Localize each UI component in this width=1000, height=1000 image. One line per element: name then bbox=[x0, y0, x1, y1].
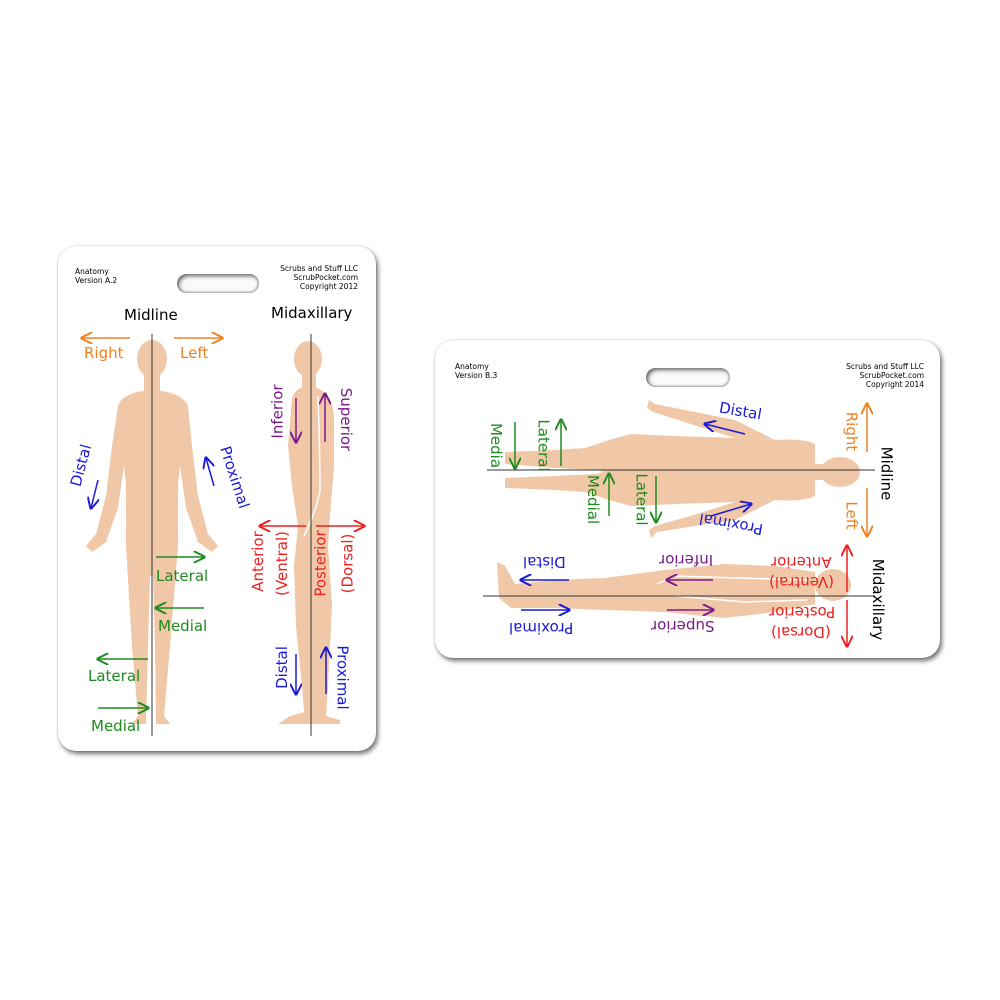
figure-layer bbox=[58, 246, 376, 736]
lateral-leg-label: Lateral bbox=[88, 667, 141, 685]
lying-side-figure bbox=[497, 562, 851, 618]
figure-layer bbox=[483, 400, 875, 658]
distal-arm-arrow bbox=[705, 424, 746, 435]
distal-leg-label: Distal bbox=[272, 646, 291, 689]
midaxillary-title: Midaxillary bbox=[869, 558, 888, 641]
superior-label: Superior bbox=[651, 617, 715, 635]
card-info-left: Anatomy Version A.2 bbox=[75, 267, 117, 285]
lateral-mid-label: Lateral bbox=[632, 473, 651, 526]
card-title: Anatomy bbox=[455, 362, 489, 371]
card-title: Anatomy bbox=[75, 267, 109, 276]
ventral-label: (Ventral) bbox=[272, 531, 291, 596]
right-label: Right bbox=[842, 411, 861, 452]
midline-title: Midline bbox=[877, 446, 896, 501]
lying-front-figure bbox=[505, 400, 860, 538]
lateral-hand-label: Lateral bbox=[156, 567, 209, 585]
card-info-left: Anatomy Version B.3 bbox=[455, 362, 497, 380]
superior-label: Superior bbox=[337, 387, 356, 452]
lanyard-slot bbox=[646, 368, 730, 387]
card-info-right: Scrubs and Stuff LLC ScrubPocket.com Cop… bbox=[846, 362, 924, 389]
badge-card-horizontal: Anatomy Version B.3 Scrubs and Stuff LLC… bbox=[435, 340, 940, 658]
ventral-label: (Ventral) bbox=[769, 573, 834, 591]
card-version: Version B.3 bbox=[455, 371, 498, 380]
proximal-leg-label: Proximal bbox=[509, 619, 574, 637]
copyright: Copyright 2014 bbox=[865, 380, 924, 389]
dorsal-label: (Dorsal) bbox=[338, 533, 357, 594]
left-label: Left bbox=[180, 344, 209, 362]
medial-mid-label: Medial bbox=[584, 474, 603, 525]
distal-leg-label: Distal bbox=[523, 553, 566, 571]
website: ScrubPocket.com bbox=[293, 273, 358, 282]
lateral-left-label: Lateral bbox=[534, 419, 553, 472]
company-name: Scrubs and Stuff LLC bbox=[846, 362, 924, 371]
midline-title: Midline bbox=[124, 306, 178, 324]
proximal-arm-arrow bbox=[206, 458, 215, 487]
proximal-arm-arrow bbox=[710, 504, 751, 517]
posterior-label: Posterior bbox=[311, 530, 330, 597]
badge-card-vertical: Anatomy Version A.2 Scrubs and Stuff LLC… bbox=[58, 246, 376, 751]
side-leg-outline bbox=[674, 595, 808, 603]
medial-thigh-label: Medial bbox=[158, 617, 208, 635]
inferior-label: Inferior bbox=[268, 384, 287, 439]
card-info-right: Scrubs and Stuff LLC ScrubPocket.com Cop… bbox=[280, 264, 358, 291]
posterior-label: Posterior bbox=[769, 603, 836, 621]
anterior-label: Anterior bbox=[248, 531, 267, 592]
proximal-leg-label: Proximal bbox=[333, 645, 352, 710]
left-label: Left bbox=[842, 501, 861, 530]
medial-foot-label: Medial bbox=[91, 717, 141, 735]
midaxillary-title: Midaxillary bbox=[271, 304, 353, 322]
website: ScrubPocket.com bbox=[859, 371, 924, 380]
copyright: Copyright 2012 bbox=[299, 282, 358, 291]
company-name: Scrubs and Stuff LLC bbox=[280, 264, 358, 273]
medial-left-label: Media bbox=[487, 422, 506, 469]
right-label: Right bbox=[84, 344, 124, 362]
anterior-label: Anterior bbox=[771, 553, 832, 571]
card-version: Version A.2 bbox=[75, 276, 118, 285]
side-body-figure bbox=[278, 341, 340, 724]
distal-arm-arrow bbox=[91, 479, 98, 508]
lanyard-slot bbox=[177, 274, 259, 293]
inferior-label: Inferior bbox=[659, 551, 714, 569]
dorsal-label: (Dorsal) bbox=[771, 623, 831, 641]
